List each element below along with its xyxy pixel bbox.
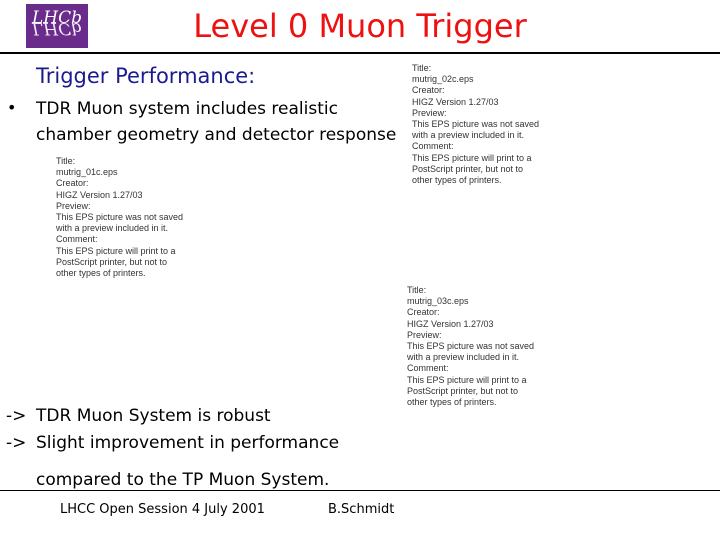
eps-line: mutrig_01c.eps — [56, 167, 118, 178]
eps-line: This EPS picture will print to a — [407, 374, 527, 385]
eps-line: Comment: — [407, 363, 449, 374]
bullet-line: TDR Muon system includes realistic — [36, 99, 338, 119]
eps-line: Title: — [56, 156, 76, 166]
section-subtitle: Trigger Performance: — [36, 64, 256, 88]
eps-line: mutrig_02c.eps — [412, 74, 474, 85]
eps-line: Preview: — [56, 200, 91, 211]
eps-line: other types of printers. — [56, 268, 146, 279]
eps-line: Creator: — [56, 178, 89, 189]
arrow-marker: -> — [6, 406, 27, 426]
eps-line: Preview: — [407, 329, 442, 340]
eps-line: with a preview included in it. — [412, 130, 525, 141]
eps-line: This EPS picture was not saved — [56, 212, 184, 223]
footer-event: LHCC Open Session 4 July 2001 — [60, 502, 265, 517]
eps-line: HIGZ Version 1.27/03 — [407, 318, 494, 329]
eps-line: This EPS picture was not saved — [407, 341, 535, 352]
eps-line: This EPS picture was not saved — [412, 119, 540, 130]
conclusion-line: -> TDR Muon System is robust — [6, 404, 271, 428]
bullet-symbol: • — [7, 98, 17, 117]
eps-line: Preview: — [412, 107, 447, 118]
lhcb-logo: LHCb LHCb — [26, 4, 88, 48]
footer-divider — [0, 490, 720, 491]
eps-line: Title: — [407, 285, 427, 295]
eps-line: This EPS picture will print to a — [56, 245, 176, 256]
arrow-marker: -> — [6, 433, 27, 453]
eps-placeholder-3: Title: mutrig_03c.eps Creator: HIGZ Vers… — [407, 285, 534, 408]
eps-line: HIGZ Version 1.27/03 — [412, 96, 499, 107]
eps-line: PostScript printer, but not to — [407, 385, 519, 396]
conclusion-line: -> Slight improvement in performance — [6, 431, 339, 455]
eps-line: Comment: — [56, 234, 98, 245]
bullet-line: chamber geometry and detector response — [36, 125, 397, 145]
eps-line: with a preview included in it. — [56, 223, 169, 234]
eps-line: Creator: — [407, 307, 440, 318]
eps-line: This EPS picture will print to a — [412, 152, 532, 163]
logo-text: LHCb — [31, 8, 82, 28]
eps-line: Creator: — [412, 85, 445, 96]
logo-text-mirror: LHCb — [31, 18, 82, 38]
eps-line: HIGZ Version 1.27/03 — [56, 189, 143, 200]
bullet-text: TDR Muon system includes realistic chamb… — [36, 96, 406, 148]
eps-placeholder-1: Title: mutrig_01c.eps Creator: HIGZ Vers… — [56, 156, 183, 279]
conclusion-text: Slight improvement in performance — [36, 433, 340, 453]
conclusion-text: TDR Muon System is robust — [36, 406, 271, 426]
eps-line: Comment: — [412, 141, 454, 152]
eps-line: PostScript printer, but not to — [412, 163, 524, 174]
eps-line: with a preview included in it. — [407, 352, 520, 363]
title-divider — [0, 52, 720, 54]
eps-placeholder-2: Title: mutrig_02c.eps Creator: HIGZ Vers… — [412, 63, 539, 186]
footer-author: B.Schmidt — [328, 502, 395, 517]
eps-line: other types of printers. — [407, 397, 497, 408]
eps-line: mutrig_03c.eps — [407, 296, 469, 307]
eps-line: other types of printers. — [412, 175, 502, 186]
eps-line: PostScript printer, but not to — [56, 256, 168, 267]
eps-line: Title: — [412, 63, 432, 73]
conclusion-continuation: compared to the TP Muon System. — [36, 470, 330, 490]
slide-title: Level 0 Muon Trigger — [193, 7, 527, 45]
